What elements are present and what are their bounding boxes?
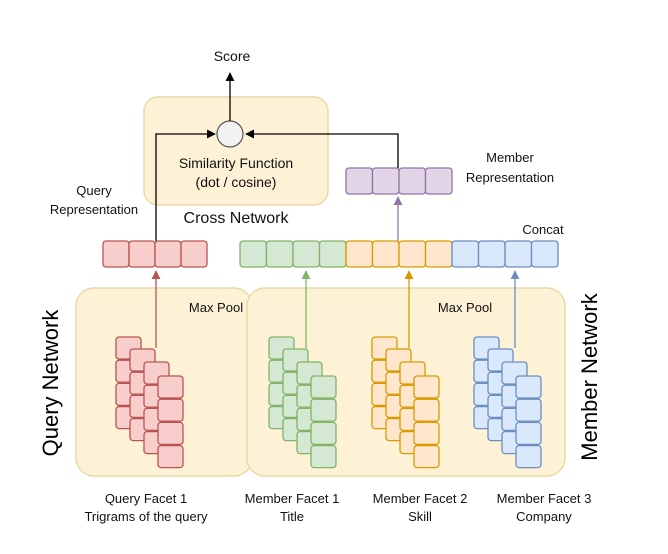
- facet-name-query: Query Facet 1: [105, 491, 187, 506]
- skill-embedding-cell: [413, 421, 440, 446]
- facet-desc-title: Title: [280, 509, 304, 524]
- concat-company-cell: [451, 240, 480, 268]
- member-rep-cell: [424, 167, 453, 195]
- query-facet-embeddings: [115, 336, 184, 469]
- concat-skill-cell: [424, 240, 453, 268]
- query-rep-cell: [154, 240, 182, 268]
- query-embedding-cell: [157, 375, 184, 399]
- concat-label: Concat: [522, 222, 564, 237]
- member-rep-cell: [371, 167, 400, 195]
- similarity-label-line1: Similarity Function: [179, 155, 293, 171]
- concat-skill-cell: [345, 240, 374, 268]
- concat-title-cell: [239, 240, 268, 268]
- skill-embedding-cell: [413, 444, 440, 469]
- facet-desc-company: Company: [516, 509, 572, 524]
- member-rep-label-line1: Member: [486, 150, 534, 165]
- member-rep-label-line2: Representation: [466, 170, 554, 185]
- facet-name-title: Member Facet 1: [245, 491, 340, 506]
- similarity-label-line2: (dot / cosine): [196, 174, 277, 190]
- skill-embedding-cell: [413, 375, 440, 399]
- title-embedding-cell: [310, 375, 337, 399]
- query-representation-vector: [102, 240, 208, 268]
- title-embedding-cell: [310, 444, 337, 469]
- skill-embedding-cell: [413, 398, 440, 422]
- concat-title-cell: [265, 240, 294, 268]
- company-embedding-cell: [515, 398, 542, 422]
- concat-skill-cell: [398, 240, 427, 268]
- concat-vector: [239, 240, 559, 268]
- cross-network-label: Cross Network: [184, 210, 290, 227]
- query-network-label: Query Network: [38, 309, 63, 457]
- query-embedding-cell: [157, 421, 184, 446]
- facet-name-skill: Member Facet 2: [373, 491, 468, 506]
- concat-title-cell: [318, 240, 347, 268]
- query-rep-cell: [102, 240, 130, 268]
- query-rep-label-line1: Query: [76, 183, 112, 198]
- title-embedding-cell: [310, 421, 337, 446]
- member-rep-cell: [398, 167, 427, 195]
- facet-desc-skill: Skill: [408, 509, 432, 524]
- member-to-similarity-arrow: [245, 129, 399, 168]
- similarity-node: [216, 120, 244, 148]
- facet-desc-query: Trigrams of the query: [84, 509, 208, 524]
- member-representation-vector: [345, 167, 453, 195]
- query-rep-label-line2: Representation: [50, 202, 138, 217]
- member-maxpool-label: Max Pool: [438, 300, 492, 315]
- query-rep-cell: [128, 240, 156, 268]
- company-embedding-cell: [515, 375, 542, 399]
- title-embedding-cell: [310, 398, 337, 422]
- cross-network-panel: [143, 96, 329, 206]
- skill-facet-embeddings: [371, 336, 440, 469]
- company-facet-embeddings: [473, 336, 542, 469]
- company-embedding-cell: [515, 421, 542, 446]
- title-facet-embeddings: [268, 336, 337, 469]
- score-label: Score: [214, 48, 251, 64]
- concat-company-cell: [530, 240, 559, 268]
- concat-title-cell: [292, 240, 321, 268]
- query-embedding-cell: [157, 444, 184, 469]
- member-network-label: Member Network: [577, 292, 602, 460]
- concat-skill-cell: [371, 240, 400, 268]
- concat-company-cell: [504, 240, 533, 268]
- member-rep-cell: [345, 167, 374, 195]
- query-to-similarity-arrow: [155, 129, 216, 241]
- company-embedding-cell: [515, 444, 542, 469]
- query-rep-cell: [180, 240, 208, 268]
- query-embedding-cell: [157, 398, 184, 422]
- concat-company-cell: [477, 240, 506, 268]
- facet-name-company: Member Facet 3: [497, 491, 592, 506]
- query-maxpool-label: Max Pool: [189, 300, 243, 315]
